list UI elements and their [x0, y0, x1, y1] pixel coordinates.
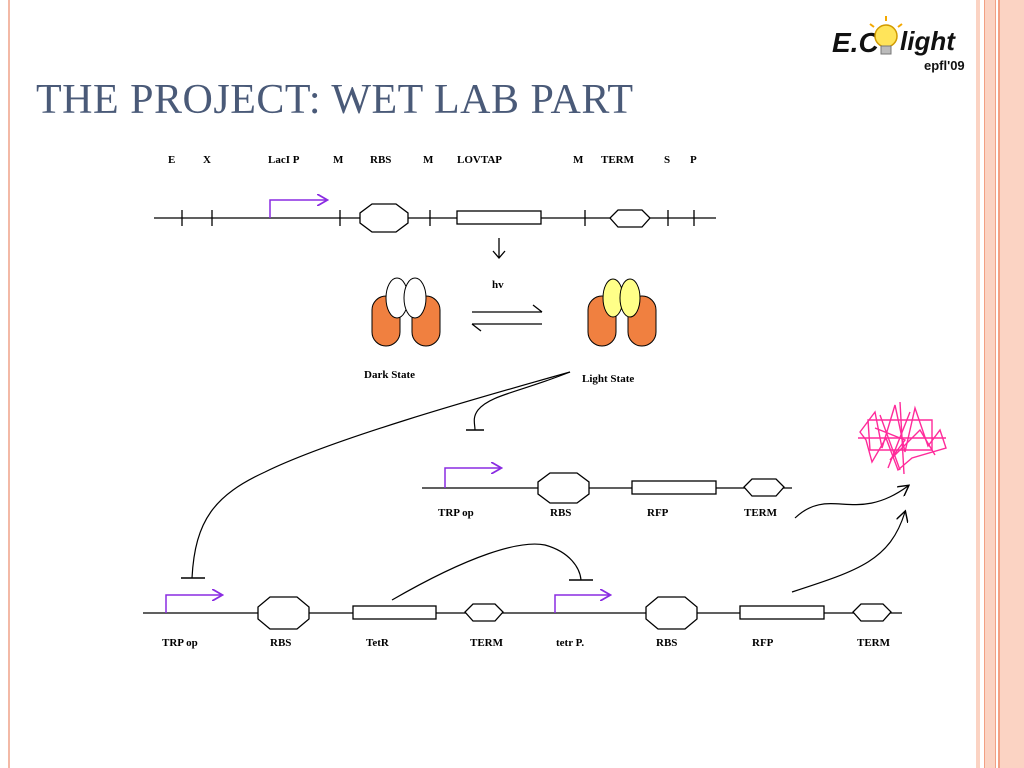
c3-rfp-box	[739, 605, 825, 620]
slide-title: THE PROJECT: WET LAB PART	[36, 77, 634, 123]
dark-state-label: Dark State	[364, 369, 415, 381]
logo-subtext: epfl'09	[924, 58, 965, 73]
stripe-2	[984, 0, 996, 768]
c3-rbs-shape-2	[645, 596, 698, 630]
ecolight-logo: E.C light epfl'09	[832, 16, 965, 73]
light-state-protein-icon	[587, 278, 657, 347]
c3-label-trp-op: TRP op	[162, 637, 198, 649]
c2-rfp-box	[631, 480, 717, 495]
c3-label-term-2: TERM	[857, 637, 891, 649]
c1-label-rbs: RBS	[370, 154, 391, 166]
equilibrium-arrows-icon	[471, 304, 543, 332]
c2-term-shape	[743, 478, 785, 497]
c1-label-m3: M	[573, 154, 584, 166]
c3-promoter-arrow-1	[165, 595, 221, 613]
c1-label-lovtap: LOVTAP	[457, 154, 502, 166]
c3-promoter-arrow-2	[554, 595, 609, 613]
stripe-1	[976, 0, 980, 768]
c3-label-term-1: TERM	[470, 637, 504, 649]
c1-label-e: E	[168, 154, 175, 166]
stripe-3	[998, 0, 1024, 768]
repression-curve-1	[473, 371, 571, 431]
c3-tetr-box	[352, 605, 437, 620]
lightbulb-icon	[869, 16, 903, 55]
c3-label-tetr-p: tetr P.	[556, 637, 584, 649]
c2-label-rfp: RFP	[647, 507, 669, 519]
c3-term-shape-2	[852, 603, 892, 622]
red-fluorescence-icon	[858, 401, 947, 475]
c1-label-m2: M	[423, 154, 434, 166]
logo-text-left: E.C	[832, 27, 879, 58]
c1-label-laci-p: LacI P	[268, 154, 300, 166]
tetr-repression-curve	[391, 543, 582, 601]
logo-text-right: light	[900, 26, 956, 56]
c1-label-m1: M	[333, 154, 344, 166]
dark-state-protein-icon	[371, 277, 441, 347]
construct-3: TRP op RBS TetR TERM tetr P. RBS RFP TER…	[143, 595, 902, 649]
c2-label-term: TERM	[744, 507, 778, 519]
expression-arrow-2	[791, 512, 905, 593]
slide-side-stripes	[976, 0, 1024, 768]
c1-label-x: X	[203, 154, 211, 166]
c1-lovtap-box	[456, 210, 542, 225]
c3-term-shape-1	[464, 603, 504, 622]
hv-label: hv	[492, 279, 504, 291]
light-state-label: Light State	[582, 373, 634, 385]
c3-label-tetr: TetR	[366, 637, 390, 649]
construct-2: TRP op RBS RFP TERM	[422, 468, 792, 519]
c1-label-s: S	[664, 154, 670, 166]
c3-rbs-shape-1	[257, 596, 310, 630]
construct-1: E X LacI P M RBS M LOVTAP M TERM S P	[154, 154, 716, 233]
c2-label-trp-op: TRP op	[438, 507, 474, 519]
c1-label-p: P	[690, 154, 697, 166]
c3-label-rfp: RFP	[752, 637, 774, 649]
c3-label-rbs-1: RBS	[270, 637, 291, 649]
c3-label-rbs-2: RBS	[656, 637, 677, 649]
c1-promoter-arrow	[269, 200, 326, 218]
c2-promoter-arrow	[444, 468, 500, 488]
down-arrow-icon	[492, 238, 506, 259]
c1-restriction-sites	[181, 210, 695, 226]
c1-term-shape	[609, 209, 651, 228]
c2-label-rbs: RBS	[550, 507, 571, 519]
repression-curve-2	[191, 371, 571, 579]
c1-label-term: TERM	[601, 154, 635, 166]
slide-border-left	[8, 0, 10, 768]
c2-rbs-shape	[537, 472, 590, 504]
c1-rbs-shape	[359, 203, 409, 233]
expression-arrow-1	[794, 486, 908, 519]
